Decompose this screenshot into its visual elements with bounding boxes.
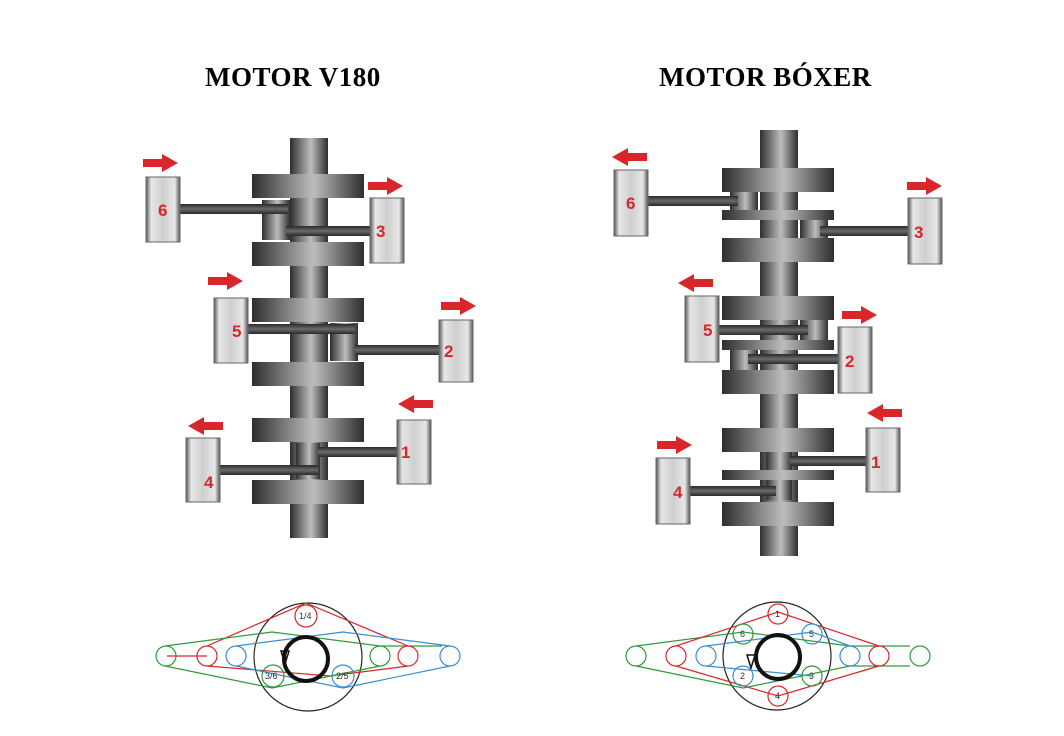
phase-label: 3 [809,671,814,681]
phase-label: 4 [775,691,780,701]
cylinder-label: 6 [158,201,167,220]
arrow-left-icon [188,417,223,435]
cylinder-2-piston [438,319,474,383]
arrow-right-icon [441,297,476,315]
boxer-crankshaft [722,130,834,556]
title-motor-v180: MOTOR V180 [205,62,381,92]
phase-label: 6 [740,629,745,639]
cylinder-label: 5 [703,321,712,340]
phase-label: 5 [809,629,814,639]
v180-phase-diagram [155,602,461,712]
cylinder-3-piston [907,197,943,265]
cylinder-label: 1 [401,443,410,462]
arrow-right-icon [657,436,692,454]
cylinder-1-piston [865,427,901,493]
cylinder-4-piston [655,457,691,525]
phase-label: 3/6 [265,671,278,681]
arrow-right-icon [842,306,877,324]
arrow-right-icon [208,272,243,290]
cylinder-5-piston [213,297,249,364]
v180-pistons [145,176,474,503]
cylinder-label: 4 [204,473,214,492]
boxer-conrods [646,196,912,496]
boxer-pistons [613,169,943,525]
cylinder-4-piston [185,437,221,503]
arrow-right-icon [368,177,403,195]
cylinder-label: 5 [232,322,241,341]
arrow-left-icon [612,148,647,166]
cylinder-label: 1 [871,453,880,472]
arrow-left-icon [678,274,713,292]
v180-crankshaft [252,138,364,538]
arrow-left-icon [867,404,902,422]
cylinder-1-piston [396,419,432,485]
v180-arrows [143,154,476,435]
boxer-phase-diagram [625,601,931,711]
cylinder-3-piston [369,197,405,264]
cylinder-label: 4 [673,483,683,502]
boxer-cylinder-labels: 6 3 5 2 1 4 [626,194,923,502]
cylinder-label: 6 [626,194,635,213]
phase-label: 2/5 [336,671,349,681]
cylinder-6-piston [613,169,649,237]
cylinder-label: 3 [376,222,385,241]
phase-label: 2 [740,671,745,681]
cylinder-label: 2 [444,342,453,361]
phase-label: 1 [775,609,780,619]
arrow-right-icon [907,177,942,195]
title-motor-boxer: MOTOR BÓXER [659,62,872,92]
cylinder-2-piston [837,326,873,394]
cylinder-5-piston [684,295,720,363]
phase-label: 1/4 [299,611,312,621]
arrow-left-icon [398,395,433,413]
arrow-right-icon [143,154,178,172]
v180-cylinder-labels: 6 3 5 2 1 4 [158,201,453,492]
cylinder-label: 2 [845,352,854,371]
boxer-arrows [612,148,942,454]
v180-conrods [178,204,447,475]
cylinder-label: 3 [914,223,923,242]
cylinder-6-piston [145,176,181,243]
